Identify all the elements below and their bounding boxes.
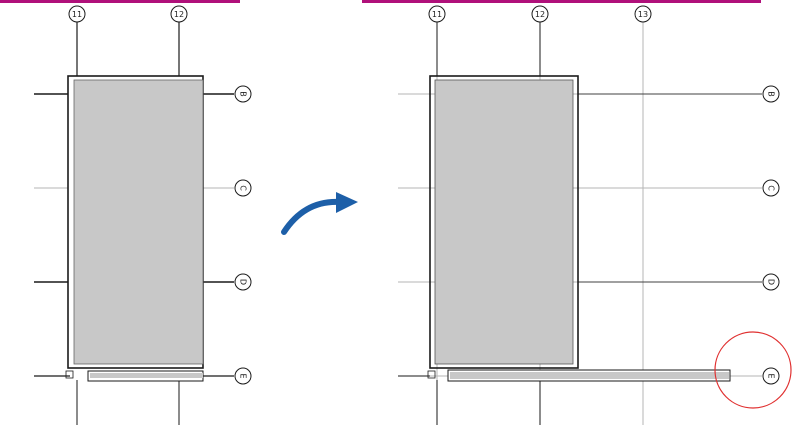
right-grid-bubble-12 [531,5,549,23]
left-grid-label-e: E [239,373,248,378]
right-grid-bubble-c [762,179,780,197]
right-grid-bubble-11 [428,5,446,23]
right-grid-label-c: C [767,185,776,191]
left-grid-bubble-e [234,367,252,385]
left-grid-label-b: B [239,91,248,97]
left-grid-label-c: C [239,185,248,191]
right-slab [434,79,574,365]
left-grid-bubble-b [234,85,252,103]
right-view: 11 12 13 B C D E [398,5,792,425]
left-accent-bar [0,0,240,3]
right-grid-label-e: E [767,373,776,378]
left-grid-label-12: 12 [174,10,184,19]
right-grid-label-12: 12 [535,10,545,19]
left-slab [73,79,204,365]
left-grid-bubble-c [234,179,252,197]
right-grid-bubble-d [762,273,780,291]
left-grid-bubble-11 [68,5,86,23]
left-grid-label-11: 11 [72,10,82,19]
left-grid-label-d: D [239,279,248,285]
right-grid-label-13: 13 [638,10,648,19]
curved-arrow-right-icon [281,192,358,235]
left-grid-bubble-d [234,273,252,291]
right-grid-label-11: 11 [432,10,442,19]
right-grid-bubble-e [762,367,780,385]
right-grid-label-d: D [767,279,776,285]
highlight-circle [714,331,792,409]
right-grid-bubble-b [762,85,780,103]
right-slab-outline [429,75,579,369]
right-accent-bar [362,0,761,3]
right-grid-bubble-13 [634,5,652,23]
left-grid-bubble-12 [170,5,188,23]
left-view: 11 12 B C D E [34,5,252,425]
right-grid-label-b: B [767,91,776,97]
